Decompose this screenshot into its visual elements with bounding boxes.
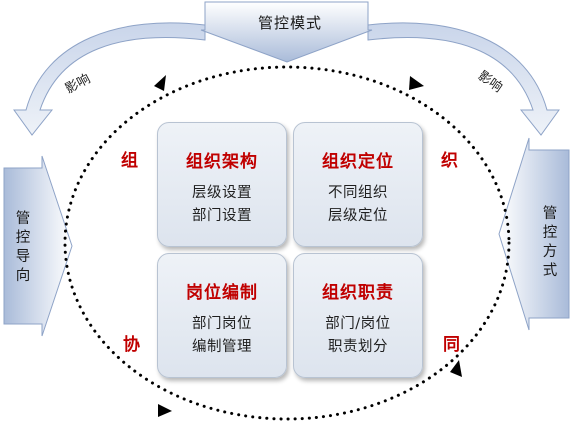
- ring-arrow-top-right: [409, 76, 424, 90]
- right-arrow-label: 管控方式: [542, 206, 558, 279]
- box-title: 组织架构: [186, 152, 258, 172]
- box-title: 组织职责: [322, 283, 394, 303]
- box-line: 层级定位: [328, 208, 388, 224]
- cycle-dotted-ring: [63, 65, 511, 421]
- left-arrow-label: 管控导向: [15, 211, 31, 284]
- box-line: 部门/岗位: [325, 316, 391, 332]
- box-line: 不同组织: [328, 185, 388, 201]
- box-org-positioning: 组织定位 不同组织 层级定位: [293, 122, 423, 247]
- cycle-char-bottom-left: 协: [123, 335, 140, 355]
- box-line: 层级设置: [192, 185, 252, 201]
- top-down-arrow: [200, 1, 373, 63]
- box-line: 部门设置: [192, 208, 252, 224]
- cycle-char-top-right: 织: [441, 151, 458, 171]
- ring-arrow-bottom-right: [450, 360, 462, 377]
- top-arrow-label: 管控模式: [257, 14, 322, 32]
- box-org-responsibilities: 组织职责 部门/岗位 职责划分: [293, 253, 423, 378]
- ring-arrow-top-left: [154, 75, 166, 91]
- right-curved-arrow: [367, 22, 560, 136]
- box-title: 岗位编制: [186, 283, 258, 303]
- cycle-char-top-left: 组: [121, 151, 138, 171]
- left-curved-arrow: [13, 22, 206, 136]
- right-left-arrow: [498, 137, 570, 331]
- box-line: 编制管理: [192, 339, 252, 355]
- ring-arrow-bottom-left: [158, 404, 172, 417]
- left-right-arrow: [3, 155, 73, 337]
- cycle-char-bottom-right: 同: [443, 335, 460, 355]
- box-title: 组织定位: [322, 152, 394, 172]
- box-line: 部门岗位: [192, 316, 252, 332]
- box-line: 职责划分: [328, 339, 388, 355]
- box-post-staffing: 岗位编制 部门岗位 编制管理: [157, 253, 287, 378]
- box-org-structure: 组织架构 层级设置 部门设置: [157, 122, 287, 247]
